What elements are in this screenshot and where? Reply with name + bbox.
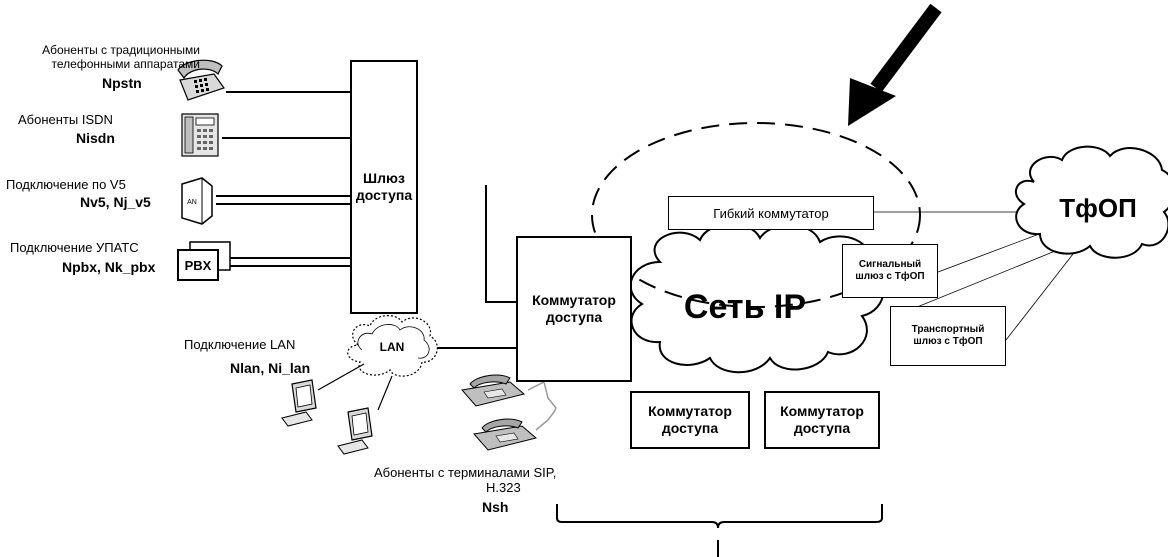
signaling-gateway-box: Сигнальный шлюз с ТфОП <box>842 244 938 298</box>
telephone-keypad <box>194 78 209 93</box>
line-sip-phone-2 <box>535 407 557 431</box>
sip-phone-icon <box>461 374 526 407</box>
line-gateway-switch <box>485 185 516 303</box>
pstn-subscribers-var: Npstn <box>102 75 142 91</box>
access-switch-main-line2: доступа <box>545 309 603 325</box>
lan-connection-var: Nlan, Ni_lan <box>230 360 311 376</box>
line-lan-pc2 <box>377 375 393 411</box>
computer-icon <box>337 407 373 455</box>
access-switch-main-line1: Коммутатор <box>532 292 616 308</box>
computer-keyboard <box>337 439 369 455</box>
pstn-links <box>874 211 1081 341</box>
transport-gateway-line1: Транспортный <box>911 324 985 335</box>
isdn-subscribers-var: Nisdn <box>76 130 115 146</box>
access-switch-3-line2: доступа <box>793 420 851 436</box>
sip-subscribers-line1: Абоненты с терминалами SIP, <box>374 465 557 480</box>
computer-screen <box>295 384 313 408</box>
lan-cloud-label: LAN <box>380 340 405 354</box>
pbx-connection-label: Подключение УПАТС <box>10 240 139 255</box>
pstn-subscribers-label: Абоненты с традиционными телефонными апп… <box>4 43 200 71</box>
lan-computer-links <box>317 363 393 411</box>
sip-phone-handset <box>481 418 523 433</box>
arrow-shaft <box>870 3 942 93</box>
signaling-gateway-line1: Сигнальный <box>858 259 922 270</box>
softswitch-box: Гибкий коммутатор <box>668 196 874 230</box>
pbx-icon: PBX <box>177 241 231 281</box>
pbx-front-box <box>177 249 219 281</box>
sip-subscribers-label: Абоненты с терминалами SIP, H.323 <box>374 465 556 495</box>
sip-phone-keys <box>495 432 519 443</box>
access-switch-2-line2: доступа <box>661 420 719 436</box>
sip-phone-keys <box>483 388 507 399</box>
computer-keyboard <box>281 411 313 427</box>
v5-connection-var: Nv5, Nj_v5 <box>80 194 151 210</box>
sip-subscribers-var: Nsh <box>482 499 509 515</box>
line-transport-pstn <box>1005 244 1081 341</box>
sip-phone-icon <box>473 418 538 451</box>
signaling-gateway-line2: шлюз с ТфОП <box>855 271 925 282</box>
access-gateway-line1: Шлюз <box>363 170 405 186</box>
pstn-subscribers-line1: Абоненты с традиционными <box>42 43 200 57</box>
sip-phone-links <box>527 380 557 431</box>
access-switch-2-line1: Коммутатор <box>648 403 732 419</box>
pstn-cloud-label: ТфОП <box>1059 193 1137 223</box>
pbx-label: PBX <box>185 258 212 273</box>
access-switch-3-box: Коммутатор доступа <box>764 391 880 449</box>
pstn-subscribers-line2: телефонными аппаратами <box>51 57 200 71</box>
transport-gateway-box: Транспортный шлюз с ТфОП <box>890 306 1006 366</box>
attention-arrow <box>848 3 942 126</box>
line-transport-pstn-2 <box>889 244 1071 319</box>
sip-subscribers-line2: H.323 <box>486 480 521 495</box>
isdn-phone-keys <box>197 129 213 150</box>
lan-cloud <box>347 315 438 377</box>
softswitch-highlight-ellipse <box>591 122 921 308</box>
access-gateway-line2: доступа <box>355 187 413 203</box>
pstn-cloud <box>1014 145 1168 259</box>
arrow-head <box>848 78 896 126</box>
telephone-handset <box>177 59 223 80</box>
line-signaling-pstn <box>937 229 1051 273</box>
access-gateway-box: Шлюз доступа <box>350 60 418 314</box>
access-switch-main-box: Коммутатор доступа <box>516 236 632 382</box>
access-node-icon: AN <box>181 177 213 225</box>
access-switch-2-box: Коммутатор доступа <box>630 391 750 449</box>
v5-connection-label: Подключение по V5 <box>6 177 126 192</box>
telephone-icon <box>177 59 225 101</box>
computer-icon <box>281 379 317 427</box>
bottom-brace <box>556 504 883 529</box>
isdn-phone-handset <box>184 116 194 154</box>
connection-lines <box>216 91 516 349</box>
lan-connection-label: Подключение LAN <box>184 337 296 352</box>
lan-cloud-inner <box>357 324 430 359</box>
access-switch-3-line1: Коммутатор <box>780 403 864 419</box>
transport-gateway-line2: шлюз с ТфОП <box>913 336 983 347</box>
line-lan-pc1 <box>317 363 365 391</box>
isdn-subscribers-label: Абоненты ISDN <box>18 112 113 127</box>
softswitch-label: Гибкий коммутатор <box>713 205 829 221</box>
ip-network-label: Сеть IP <box>684 288 806 326</box>
isdn-phone-icon <box>181 113 219 157</box>
pbx-connection-var: Npbx, Nk_pbx <box>62 259 156 275</box>
computer-screen <box>351 412 369 436</box>
access-node-label: AN <box>187 199 197 206</box>
line-sip-phone-1 <box>527 380 557 409</box>
sip-phone-handset <box>469 374 511 389</box>
isdn-phone-display <box>195 117 215 126</box>
